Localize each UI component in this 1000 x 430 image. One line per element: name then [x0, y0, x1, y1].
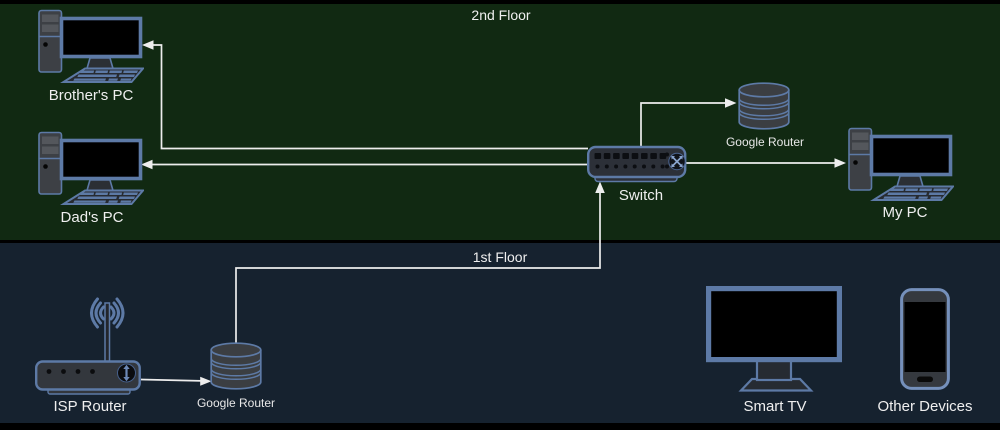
- edge-isp-router-to-google-router-1f[interactable]: [140, 378, 207, 382]
- node-google-router-1f[interactable]: [210, 342, 262, 390]
- edge-switch-to-google-router-2f[interactable]: [640, 102, 731, 147]
- node-switch[interactable]: [587, 145, 687, 183]
- arrowhead-to-brothers-pc: [142, 40, 154, 50]
- router-cylinder-icon: [210, 342, 262, 390]
- arrowhead-to-google-router-2f: [725, 98, 737, 108]
- desktop-pc-icon: [38, 130, 144, 206]
- node-dads-pc-label: Dad's PC: [60, 209, 124, 226]
- floor-1st-label: 1st Floor: [472, 249, 528, 265]
- node-google-router-1f-label: Google Router: [196, 396, 276, 410]
- arrowhead-to-dads-pc: [141, 159, 153, 170]
- tv-icon: [706, 286, 842, 393]
- desktop-pc-icon: [848, 126, 954, 202]
- node-my-pc-label: My PC: [882, 204, 928, 221]
- arrowhead-to-my-pc: [834, 158, 846, 168]
- arrowhead-to-switch: [595, 181, 605, 193]
- node-isp-router-label: ISP Router: [53, 398, 127, 415]
- smartphone-icon: [900, 288, 950, 390]
- desktop-pc-icon: [38, 8, 144, 84]
- node-google-router-2f-label: Google Router: [725, 135, 805, 149]
- node-dads-pc[interactable]: [38, 130, 144, 206]
- node-other-devices[interactable]: [900, 288, 950, 390]
- node-brothers-pc-label: Brother's PC: [48, 87, 134, 104]
- router-cylinder-icon: [738, 82, 790, 130]
- node-isp-router[interactable]: [35, 297, 141, 397]
- node-switch-label: Switch: [618, 187, 664, 204]
- node-google-router-2f[interactable]: [738, 82, 790, 130]
- edge-google-router-1f-to-switch[interactable]: [235, 193, 601, 343]
- floor-2nd-label: 2nd Floor: [471, 7, 531, 23]
- edge-switch-to-brothers-pc[interactable]: [147, 44, 588, 150]
- floor-2nd-region: [0, 4, 1000, 240]
- node-brothers-pc[interactable]: [38, 8, 144, 84]
- node-other-devices-label: Other Devices: [877, 398, 973, 415]
- node-smart-tv-label: Smart TV: [743, 398, 807, 415]
- node-smart-tv[interactable]: [706, 286, 842, 393]
- wireless-router-icon: [35, 297, 141, 397]
- arrowhead-to-google-router-1f: [200, 376, 212, 386]
- node-my-pc[interactable]: [848, 126, 954, 202]
- network-switch-icon: [587, 145, 687, 183]
